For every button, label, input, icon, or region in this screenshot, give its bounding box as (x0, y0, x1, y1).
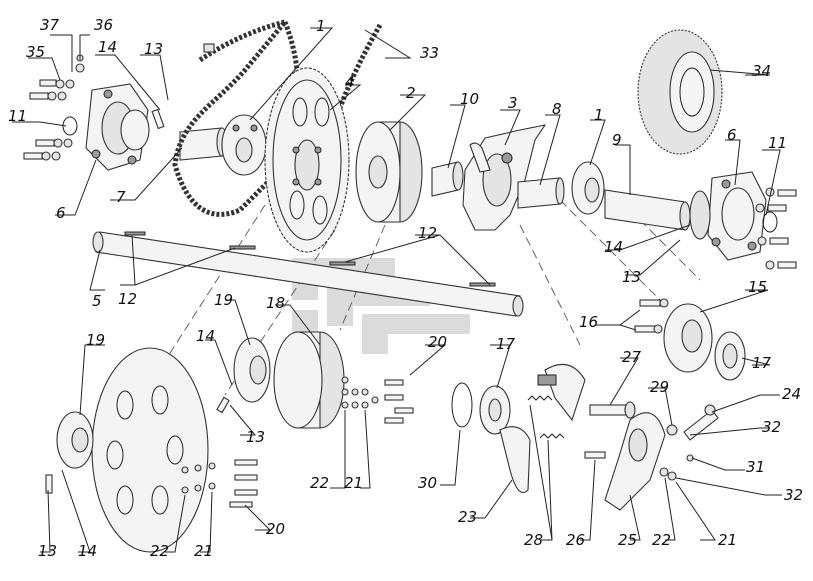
fastener-group-upper (341, 376, 414, 424)
brake-disc-plate (91, 347, 209, 553)
callout-c22c: 22 (150, 542, 169, 560)
callout-c33: 33 (420, 44, 439, 62)
spacer-tube-long (604, 189, 691, 231)
callout-c7: 7 (116, 188, 126, 206)
callout-c28: 28 (524, 531, 543, 549)
callout-c32b: 32 (784, 486, 803, 504)
callout-c29: 29 (650, 378, 669, 396)
callout-c21c: 21 (194, 542, 213, 560)
sprocket-wheel (264, 67, 350, 253)
spacer-tube-right (517, 177, 565, 209)
callout-c2: 2 (406, 84, 416, 102)
brake-shoes (499, 363, 586, 494)
callout-c26: 26 (566, 531, 585, 549)
callout-c16: 16 (579, 313, 598, 331)
bearing-housing (634, 298, 713, 373)
spacer-tube-left (151, 108, 228, 161)
brake-drum (355, 121, 423, 223)
callout-c6b: 6 (727, 126, 737, 144)
brake-lever-plate (584, 412, 666, 511)
callout-c24: 24 (782, 385, 801, 403)
callout-c13d: 13 (38, 542, 57, 560)
callout-c21a: 21 (344, 474, 363, 492)
callout-c23: 23 (458, 508, 477, 526)
callout-c11b: 11 (768, 134, 787, 152)
callout-c30: 30 (418, 474, 437, 492)
leader-lines (12, 27, 782, 553)
callout-c20a: 20 (428, 333, 447, 351)
callout-c17a: 17 (752, 354, 772, 372)
sprocket-holder-right (571, 161, 605, 215)
cam-shaft (589, 401, 636, 419)
callout-c14a: 14 (98, 38, 117, 56)
tire (637, 29, 723, 155)
left-hub (85, 83, 150, 171)
axle-shaft (92, 231, 524, 317)
drum-holder-lower (45, 411, 94, 494)
callout-c9: 9 (612, 131, 622, 149)
callout-c1a: 1 (316, 17, 326, 35)
callout-c27: 27 (622, 348, 642, 366)
callout-c14c: 14 (196, 327, 215, 345)
callout-c10: 10 (460, 90, 479, 108)
callout-c31: 31 (746, 458, 765, 476)
callout-c37: 37 (40, 16, 60, 34)
callout-c34: 34 (752, 62, 771, 80)
callout-c3: 3 (508, 94, 518, 112)
callout-c36: 36 (94, 16, 113, 34)
right-hub (689, 171, 767, 261)
callout-c12a: 12 (418, 224, 437, 242)
callout-c22b: 22 (652, 531, 671, 549)
callout-c22a: 22 (310, 474, 329, 492)
callout-c21b: 21 (718, 531, 737, 549)
brake-linkage (659, 404, 719, 481)
callout-c5: 5 (92, 292, 102, 310)
callout-c19b: 19 (86, 331, 105, 349)
drum-holder-upper (216, 337, 271, 414)
callout-c14b: 14 (604, 238, 623, 256)
fastener-group-lower (181, 459, 258, 508)
brake-drum-lower (273, 331, 345, 429)
callout-c18: 18 (266, 294, 285, 312)
springs (527, 395, 565, 439)
callout-c11a: 11 (8, 107, 27, 125)
callout-c20b: 20 (266, 520, 285, 538)
callout-c25: 25 (618, 531, 637, 549)
callout-c15: 15 (748, 278, 767, 296)
callout-c13a: 13 (144, 40, 163, 58)
bearing-right (714, 331, 746, 381)
callout-c32a: 32 (762, 418, 781, 436)
callout-c8: 8 (552, 100, 562, 118)
callout-c4: 4 (345, 73, 355, 91)
callout-c14d: 14 (78, 542, 97, 560)
callout-c13c: 13 (246, 428, 265, 446)
right-bolts (755, 187, 797, 270)
sprocket-holder-left (221, 114, 267, 176)
bearing-lower (479, 385, 511, 435)
left-bolts (23, 54, 85, 161)
callout-c17b: 17 (496, 335, 516, 353)
brake-plate (462, 124, 547, 231)
callout-c1b: 1 (594, 106, 604, 124)
callout-c13b: 13 (622, 268, 641, 286)
bushing (431, 161, 464, 197)
callout-c35: 35 (26, 43, 45, 61)
callout-c19a: 19 (214, 291, 233, 309)
callout-c12b: 12 (118, 290, 137, 308)
callout-c6a: 6 (56, 204, 66, 222)
retaining-ring (451, 382, 473, 428)
